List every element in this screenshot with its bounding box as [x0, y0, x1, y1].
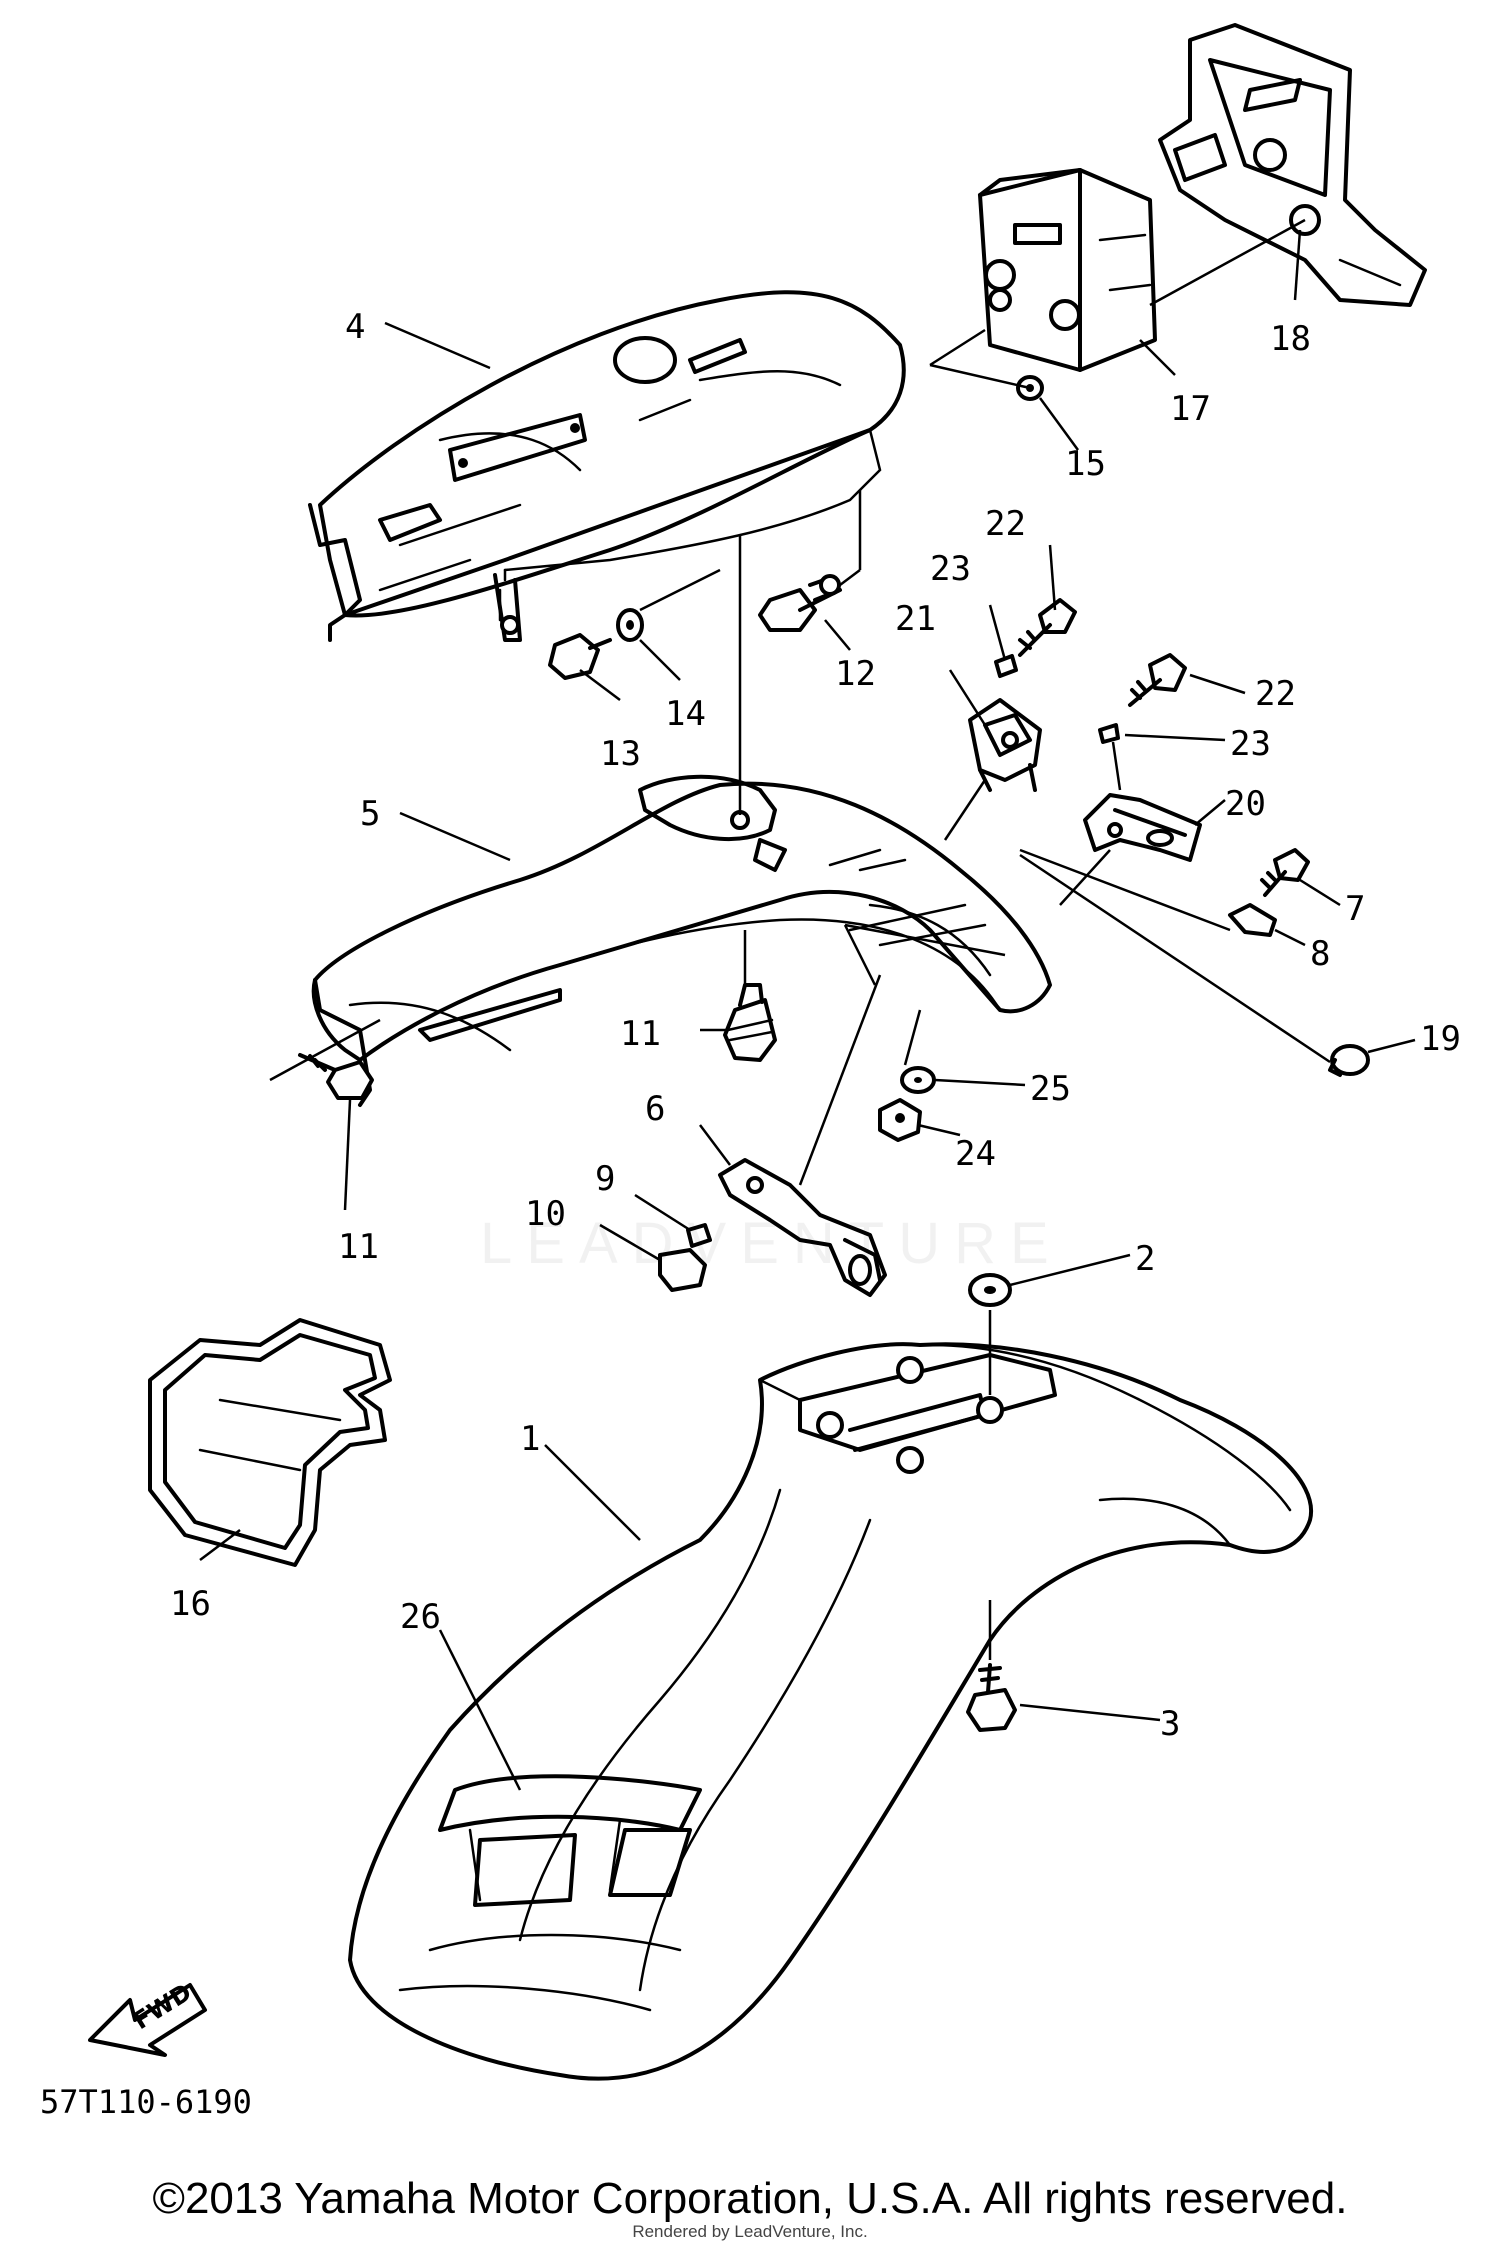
- fwd-arrow-icon: FWD: [88, 1978, 207, 2057]
- part-16-flap: [148, 1318, 392, 1567]
- callout-17: 17: [1170, 389, 1211, 429]
- part-19-cap: [1328, 1044, 1370, 1077]
- callout-3: 3: [1160, 1704, 1180, 1744]
- callout-5: 5: [360, 794, 380, 834]
- leadventure-watermark: LEADVENTURE: [480, 1211, 1063, 1276]
- callout-23-upper: 23: [930, 549, 971, 589]
- callout-10: 10: [525, 1194, 566, 1234]
- assembly-lines: [199, 218, 1416, 1791]
- callout-11-center: 11: [620, 1014, 661, 1054]
- callout-11-left: 11: [338, 1227, 379, 1267]
- part-20-bracket: [1083, 793, 1202, 862]
- part-14-washer: [616, 608, 644, 642]
- callout-24: 24: [955, 1134, 996, 1174]
- callout-labels: 4 17 18 15 22 23 21 12 13 14 22 23 20 5 …: [170, 307, 1461, 1744]
- callout-22-right: 22: [1255, 674, 1296, 714]
- part-18-bracket: [1158, 23, 1427, 307]
- part-10-nut: [658, 1248, 707, 1292]
- callout-4: 4: [345, 307, 365, 347]
- callout-1: 1: [520, 1419, 540, 1459]
- part-8-washer: [1228, 903, 1277, 937]
- part-11-bolt-left: [298, 1053, 374, 1100]
- copyright-notice: ©2013 Yamaha Motor Corporation, U.S.A. A…: [152, 2174, 1348, 2223]
- part-24-nut: [878, 1098, 922, 1142]
- callout-9: 9: [595, 1159, 615, 1199]
- part-22-bolt-right: [1128, 653, 1187, 707]
- callout-19: 19: [1420, 1019, 1461, 1059]
- part-12-bolt: [758, 574, 842, 632]
- callout-21: 21: [895, 599, 936, 639]
- callout-18: 18: [1270, 319, 1311, 359]
- callout-2: 2: [1135, 1239, 1155, 1279]
- callout-12: 12: [835, 654, 876, 694]
- callout-20: 20: [1225, 784, 1266, 824]
- part-17-tail-light: [978, 168, 1157, 372]
- callout-22-upper: 22: [985, 504, 1026, 544]
- part-4-rear-fender-cover: [308, 290, 906, 642]
- callout-7: 7: [1345, 889, 1365, 929]
- part-2-grommet: [968, 1273, 1012, 1307]
- part-13-bolt: [548, 633, 612, 680]
- part-5-rear-fender-lower: [311, 774, 1052, 1107]
- part-11-bolt-center: [723, 983, 777, 1062]
- callout-16: 16: [170, 1584, 211, 1624]
- drawing-code: 57T110-6190: [40, 2083, 252, 2121]
- callout-15: 15: [1065, 444, 1106, 484]
- callout-6: 6: [645, 1089, 665, 1129]
- rendered-by-note: Rendered by LeadVenture, Inc.: [632, 2222, 868, 2241]
- callout-8: 8: [1310, 934, 1330, 974]
- callout-25: 25: [1030, 1069, 1071, 1109]
- part-22-bolt-upper: [1018, 598, 1077, 657]
- callout-14: 14: [665, 694, 706, 734]
- part-3-bolt: [966, 1663, 1017, 1732]
- callout-26: 26: [400, 1597, 441, 1637]
- part-23-washer-upper: [994, 654, 1018, 678]
- part-1-rear-fender: [348, 1342, 1314, 2081]
- part-23-washer-right: [1098, 723, 1120, 744]
- callout-23-right: 23: [1230, 724, 1271, 764]
- part-7-bolt: [1260, 848, 1310, 897]
- part-25-washer: [900, 1066, 936, 1094]
- callout-13: 13: [600, 734, 641, 774]
- part-21-bracket: [968, 698, 1042, 792]
- part-6-bracket: [718, 1158, 887, 1297]
- part-9-washer: [686, 1223, 712, 1248]
